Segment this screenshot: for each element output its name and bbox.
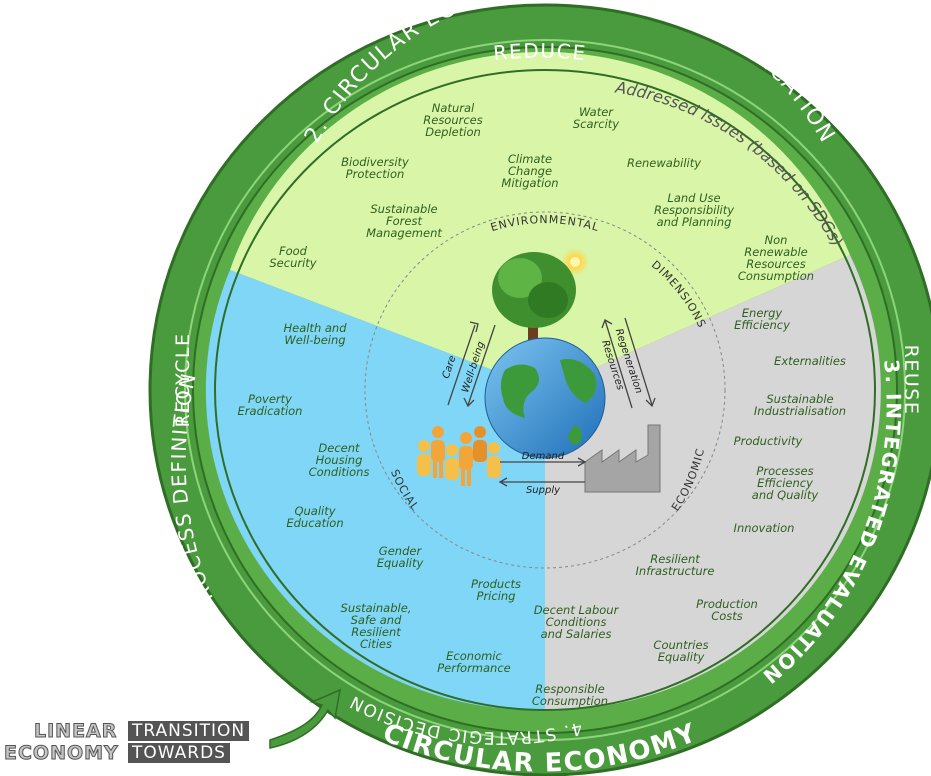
globe-icon: [484, 337, 606, 459]
reuse-label: REUSE: [900, 345, 922, 416]
economic-issue-5: Innovation: [734, 521, 795, 535]
regeneration-arrow: [604, 319, 633, 409]
towards-word: TOWARDS: [128, 743, 230, 763]
flow-arrows: [447, 317, 656, 487]
care-arrow: [447, 324, 476, 406]
linear-economy-corner: LINEAR ECONOMY TRANSITION TOWARDS: [4, 720, 294, 770]
inner-disk: [205, 51, 881, 711]
resources-arrow: [624, 317, 653, 406]
people-icon: [417, 426, 501, 486]
well-being-arrow: [467, 324, 496, 406]
economic-issue-3: Productivity: [734, 434, 803, 448]
economy-word: ECONOMY: [4, 742, 119, 765]
social-sector: [205, 270, 545, 711]
outer-ring-inner-edge: [184, 39, 906, 741]
demand-label: Demand: [522, 451, 565, 462]
factory-icon: [584, 424, 661, 493]
recycle-label: RECYCLE: [172, 332, 194, 427]
transition-word: TRANSITION: [128, 721, 250, 741]
transition-arrow: [269, 688, 341, 749]
supply-label: Supply: [526, 485, 561, 496]
economic-issue-1: Externalities: [774, 354, 846, 368]
environmental-sector: [230, 51, 850, 390]
environmental-issue-4: Renewability: [627, 156, 701, 170]
dimensions-circle: [364, 211, 726, 569]
center-illustration: Care Well-being Regeneration Resources D…: [417, 248, 661, 496]
linear-word: LINEAR: [33, 720, 118, 743]
